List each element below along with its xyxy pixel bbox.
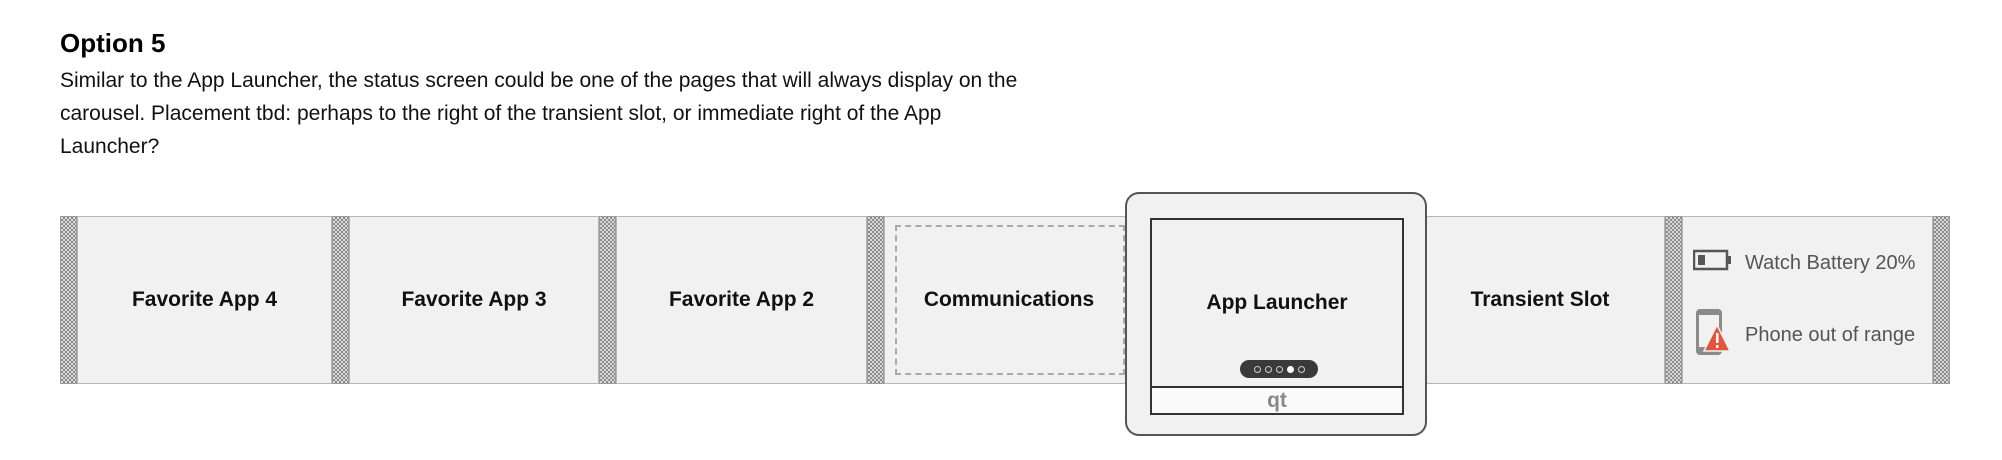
panel-label: App Launcher — [1206, 291, 1348, 314]
panel-status-screen: Watch Battery 20% Phone out of range — [1682, 216, 1933, 384]
page-separator — [1933, 216, 1950, 384]
phone-status-text: Phone out of range — [1745, 323, 1916, 346]
page-separator — [332, 216, 349, 384]
watch-screen-app-launcher: App Launcher — [1150, 218, 1404, 388]
page-dot-active — [1286, 365, 1294, 373]
watch-bottom-bar: qt — [1150, 386, 1404, 415]
panel-favorite-app-4: Favorite App 4 — [77, 216, 332, 384]
panel-label: Favorite App 2 — [668, 288, 815, 311]
dashed-placeholder-border — [895, 225, 1125, 375]
page-separator — [867, 216, 884, 384]
page-indicator — [1240, 360, 1318, 378]
panel-label: Favorite App 4 — [131, 288, 278, 311]
battery-low-icon — [1692, 249, 1733, 277]
page-dot — [1253, 365, 1261, 373]
watch-frame: App Launcher qt — [1125, 192, 1427, 436]
status-row-battery: Watch Battery 20% — [1692, 249, 1916, 277]
panel-communications: Communications — [884, 216, 1134, 384]
panel-transient-slot: Transient Slot — [1415, 216, 1665, 384]
page-dot — [1297, 365, 1305, 373]
panel-label: Communications — [923, 288, 1095, 311]
page-separator — [1665, 216, 1682, 384]
option-description: Similar to the App Launcher, the status … — [60, 69, 1018, 158]
page-separator — [599, 216, 616, 384]
panel-label: Transient Slot — [1470, 288, 1610, 311]
panel-favorite-app-3: Favorite App 3 — [349, 216, 599, 384]
phone-warning-icon — [1693, 307, 1733, 363]
page-separator — [60, 216, 77, 384]
page-dot — [1264, 365, 1272, 373]
panel-favorite-app-2: Favorite App 2 — [616, 216, 867, 384]
option-heading: Option 5 — [60, 28, 166, 58]
panel-label: Favorite App 3 — [401, 288, 547, 311]
carousel-strip: Favorite App 4 Favorite App 3 Favorite A… — [60, 216, 1950, 384]
page-dot — [1275, 365, 1283, 373]
status-row-phone: Phone out of range — [1693, 307, 1915, 363]
watch-bottom-label: qt — [1267, 388, 1287, 412]
battery-status-text: Watch Battery 20% — [1745, 251, 1916, 274]
